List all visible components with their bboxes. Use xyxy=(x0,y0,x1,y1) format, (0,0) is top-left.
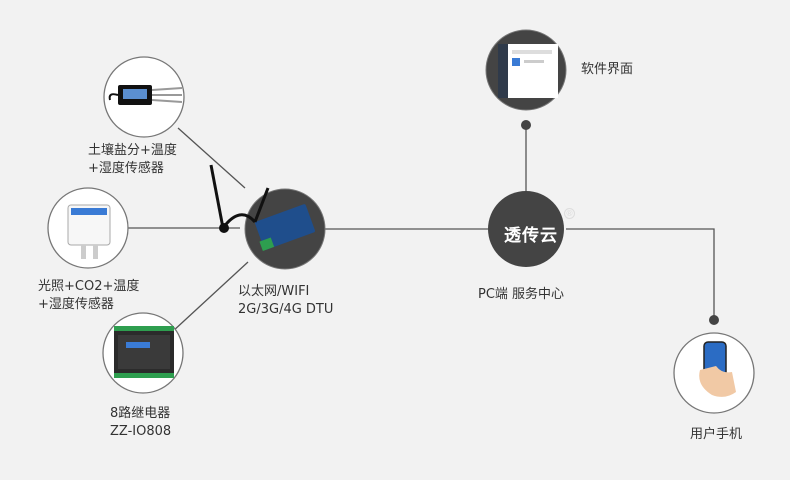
dtu-label-line2: 2G/3G/4G DTU xyxy=(238,302,334,317)
env-sensor-node xyxy=(47,187,129,269)
dtu-node xyxy=(209,164,326,270)
software-dot xyxy=(521,120,531,130)
connectors xyxy=(128,125,715,333)
soil-sensor-label: 土壤盐分+温度 +湿度传感器 xyxy=(88,142,177,178)
mobile-connector xyxy=(566,228,715,320)
env-sensor-label-line2: +湿度传感器 xyxy=(38,297,114,312)
cloud-circle xyxy=(488,191,564,267)
cloud-node xyxy=(488,191,564,267)
software-node xyxy=(485,29,567,111)
env-sensor-label-line1: 光照+CO2+温度 xyxy=(38,279,140,294)
cloud-caption: PC端 服务中心 xyxy=(478,287,565,302)
mobile-caption: 用户手机 xyxy=(690,427,743,442)
dtu-label: 以太网/WIFI 2G/3G/4G DTU xyxy=(238,283,333,319)
registered-mark: ® xyxy=(564,208,575,219)
soil-sensor-label-line1: 土壤盐分+温度 xyxy=(88,143,177,158)
hand xyxy=(699,366,736,397)
antenna-cable xyxy=(253,187,270,223)
relay-label: 8路继电器 ZZ-IO808 xyxy=(110,405,171,441)
antenna-rod xyxy=(209,164,225,229)
soil-connector xyxy=(177,127,246,189)
mobile-dot xyxy=(709,315,719,325)
relay-label-line1: 8路继电器 xyxy=(110,406,171,421)
relay-label-line2: ZZ-IO808 xyxy=(110,424,172,439)
soil-sensor-node xyxy=(103,56,185,138)
relay-connector xyxy=(171,261,249,333)
env-sensor-label: 光照+CO2+温度 +湿度传感器 xyxy=(38,278,139,314)
mobile-node xyxy=(673,332,755,414)
cloud-name: 透传云 xyxy=(504,226,558,246)
software-caption: 软件界面 xyxy=(581,62,634,77)
soil-sensor-label-line2: +湿度传感器 xyxy=(88,161,164,176)
relay-node xyxy=(102,312,184,394)
dtu-label-line1: 以太网/WIFI xyxy=(238,284,310,299)
